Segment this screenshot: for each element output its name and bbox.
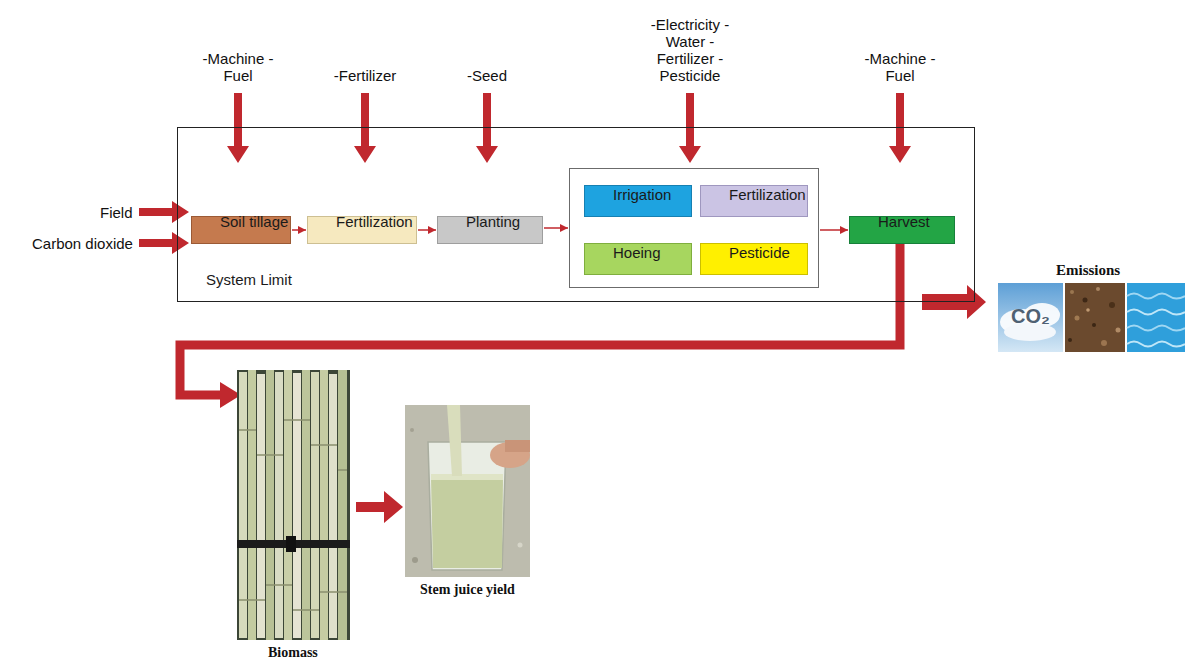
emission-images xyxy=(1065,283,1125,352)
process-label: Irrigation xyxy=(613,186,671,204)
process-label: Pesticide xyxy=(729,244,790,262)
biomass-photo xyxy=(338,370,347,640)
juice-photo xyxy=(412,557,418,563)
biomass-photo xyxy=(302,370,310,640)
emissions-heading: Emissions xyxy=(1056,262,1120,279)
flow-arrow xyxy=(418,229,436,231)
biomass-photo xyxy=(293,373,301,638)
input-arrow xyxy=(679,93,701,163)
input-arrow xyxy=(889,93,911,163)
biomass-photo xyxy=(257,454,283,456)
emission-images xyxy=(1127,294,1185,299)
emission-arrow xyxy=(922,285,986,319)
biomass-photo xyxy=(266,370,274,640)
emission-images xyxy=(998,283,1185,352)
emission-images xyxy=(1083,298,1088,303)
process-box: Pesticide xyxy=(700,243,808,275)
input-arrow xyxy=(354,93,376,163)
juice-photo xyxy=(410,428,414,432)
group-box: Irrigation FertilizationHoeing Pesticide xyxy=(569,168,819,288)
biomass-photo xyxy=(284,370,292,640)
emission-images xyxy=(1092,323,1096,327)
emission-images xyxy=(1096,287,1100,291)
system-boundary: Soil tillageFertilizationPlantingIrrigat… xyxy=(177,127,975,302)
emission-images xyxy=(1070,290,1074,294)
biomass-photo xyxy=(266,584,292,586)
process-box: Harvest xyxy=(849,216,955,244)
juice-photo xyxy=(518,543,523,548)
input-label: -Fertilizer xyxy=(325,67,405,84)
biomass-photo xyxy=(286,536,296,552)
process-label: Fertilization xyxy=(336,213,413,231)
process-label: Soil tillage xyxy=(220,213,288,231)
biomass-photo xyxy=(239,599,265,601)
biomass-photo xyxy=(311,372,319,638)
input-label: -Seed xyxy=(447,67,527,84)
process-box: Irrigation xyxy=(584,185,692,217)
biomass-photo xyxy=(239,420,347,610)
biomass-photo xyxy=(293,609,319,611)
biomass-photo xyxy=(320,370,328,640)
input-arrow xyxy=(227,93,249,163)
input-arrow xyxy=(139,201,189,223)
biomass-photo xyxy=(275,372,283,638)
juice-photo xyxy=(405,405,530,577)
biomass-photo xyxy=(257,374,265,638)
process-label: Harvest xyxy=(878,213,930,231)
biomass-photo xyxy=(237,370,350,640)
juice-photo xyxy=(447,405,462,476)
input-label: Carbon dioxide xyxy=(32,235,133,252)
process-label: Planting xyxy=(466,213,520,231)
emission-images xyxy=(1127,310,1185,315)
biomass-photo xyxy=(237,370,350,640)
biomass-photo xyxy=(311,444,337,446)
formula-label: CO₂ xyxy=(1011,305,1050,328)
juice-photo xyxy=(431,478,503,568)
input-label: -Machine -Fuel xyxy=(860,50,940,84)
emission-images xyxy=(1109,302,1115,308)
emission-images xyxy=(1068,338,1072,342)
emission-images xyxy=(1127,342,1185,347)
flow-arrow xyxy=(292,229,306,231)
juice-photo xyxy=(505,440,530,452)
biomass-photo xyxy=(239,372,247,638)
process-box: Planting xyxy=(437,216,543,244)
biomass-photo xyxy=(284,419,310,421)
juice-photo xyxy=(405,405,530,577)
input-label: -Machine -Fuel xyxy=(198,50,278,84)
process-box: Fertilization xyxy=(700,185,808,217)
emission-images xyxy=(1075,316,1080,321)
biomass-photo xyxy=(329,374,337,638)
process-label: Fertilization xyxy=(729,186,806,204)
input-label: -Electricity -Water -Fertilizer -Pestici… xyxy=(650,16,730,84)
emission-arrow xyxy=(922,285,986,319)
boundary-label: System Limit xyxy=(206,271,292,289)
flow-arrow xyxy=(820,229,848,231)
emission-images xyxy=(1101,340,1107,346)
process-box: Soil tillage xyxy=(191,216,291,244)
emission-images xyxy=(998,283,1063,352)
figure-caption: Stem juice yield xyxy=(420,582,515,598)
flow-arrow xyxy=(544,227,568,229)
process-box: Fertilization xyxy=(307,216,417,244)
emission-images xyxy=(1127,283,1185,352)
biomass-photo xyxy=(239,429,256,431)
process-box: Hoeing xyxy=(584,243,692,275)
figure-caption: Biomass xyxy=(268,645,318,661)
input-arrow xyxy=(476,93,498,163)
emission-images xyxy=(1116,328,1121,333)
input-arrow xyxy=(139,232,189,254)
biomass-photo xyxy=(338,469,347,471)
emission-images xyxy=(1127,326,1185,331)
biomass-photo xyxy=(320,591,347,593)
output-arrow xyxy=(356,491,403,523)
input-label: Field xyxy=(100,204,133,221)
emission-images xyxy=(1086,308,1090,312)
process-label: Hoeing xyxy=(613,244,661,262)
juice-photo xyxy=(431,474,503,480)
